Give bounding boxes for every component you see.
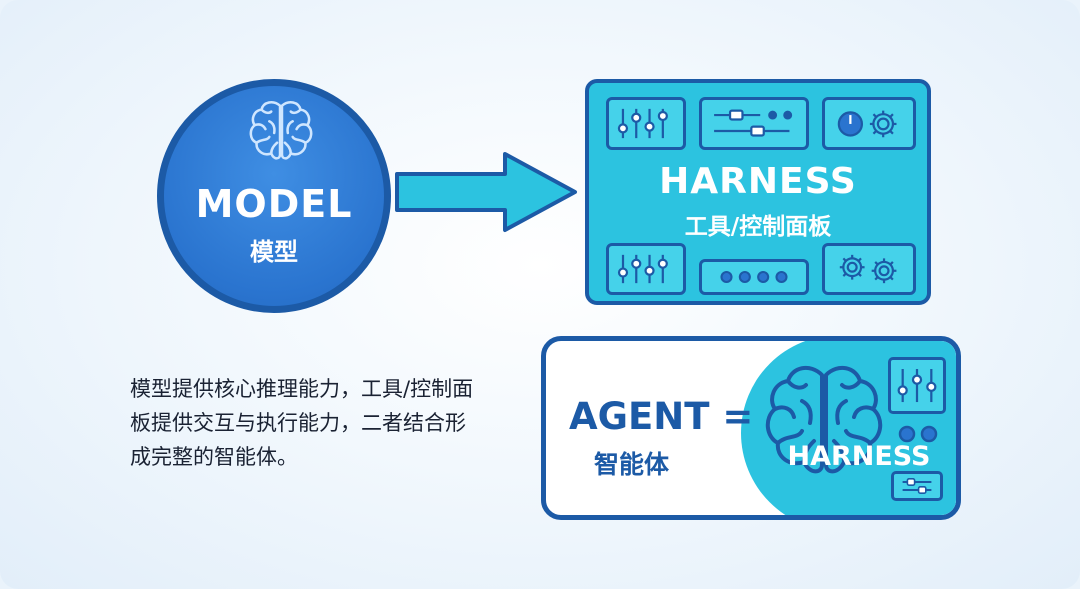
sliders-icon	[606, 243, 686, 295]
model-title: MODEL	[195, 182, 353, 226]
sliders-icon	[606, 97, 686, 150]
dots-icon	[699, 259, 809, 295]
brain-icon	[765, 365, 883, 474]
harness-title: HARNESS	[659, 161, 857, 202]
right-arrow-icon	[395, 152, 577, 232]
switches-icon	[699, 97, 809, 150]
sliders-icon	[888, 357, 946, 414]
model-circle: MODEL 模型	[157, 79, 391, 313]
harness-panel: HARNESS 工具/控制面板	[585, 79, 931, 305]
agent-card: AGENT = 智能体	[541, 336, 961, 520]
agent-harness-label: HARNESS	[787, 441, 931, 472]
brain-icon	[249, 101, 313, 160]
model-subtitle: 模型	[250, 238, 298, 266]
switches-icon	[891, 471, 943, 501]
knob-gear-icon	[822, 97, 916, 150]
dots-icon	[896, 423, 942, 445]
harness-subtitle: 工具/控制面板	[684, 214, 832, 240]
agent-title: AGENT =	[569, 395, 754, 438]
agent-subtitle: 智能体	[594, 450, 670, 479]
gears-icon	[822, 243, 916, 295]
description-text: 模型提供核心推理能力，工具/控制面板提供交互与执行能力，二者结合形成完整的智能体…	[130, 377, 474, 469]
